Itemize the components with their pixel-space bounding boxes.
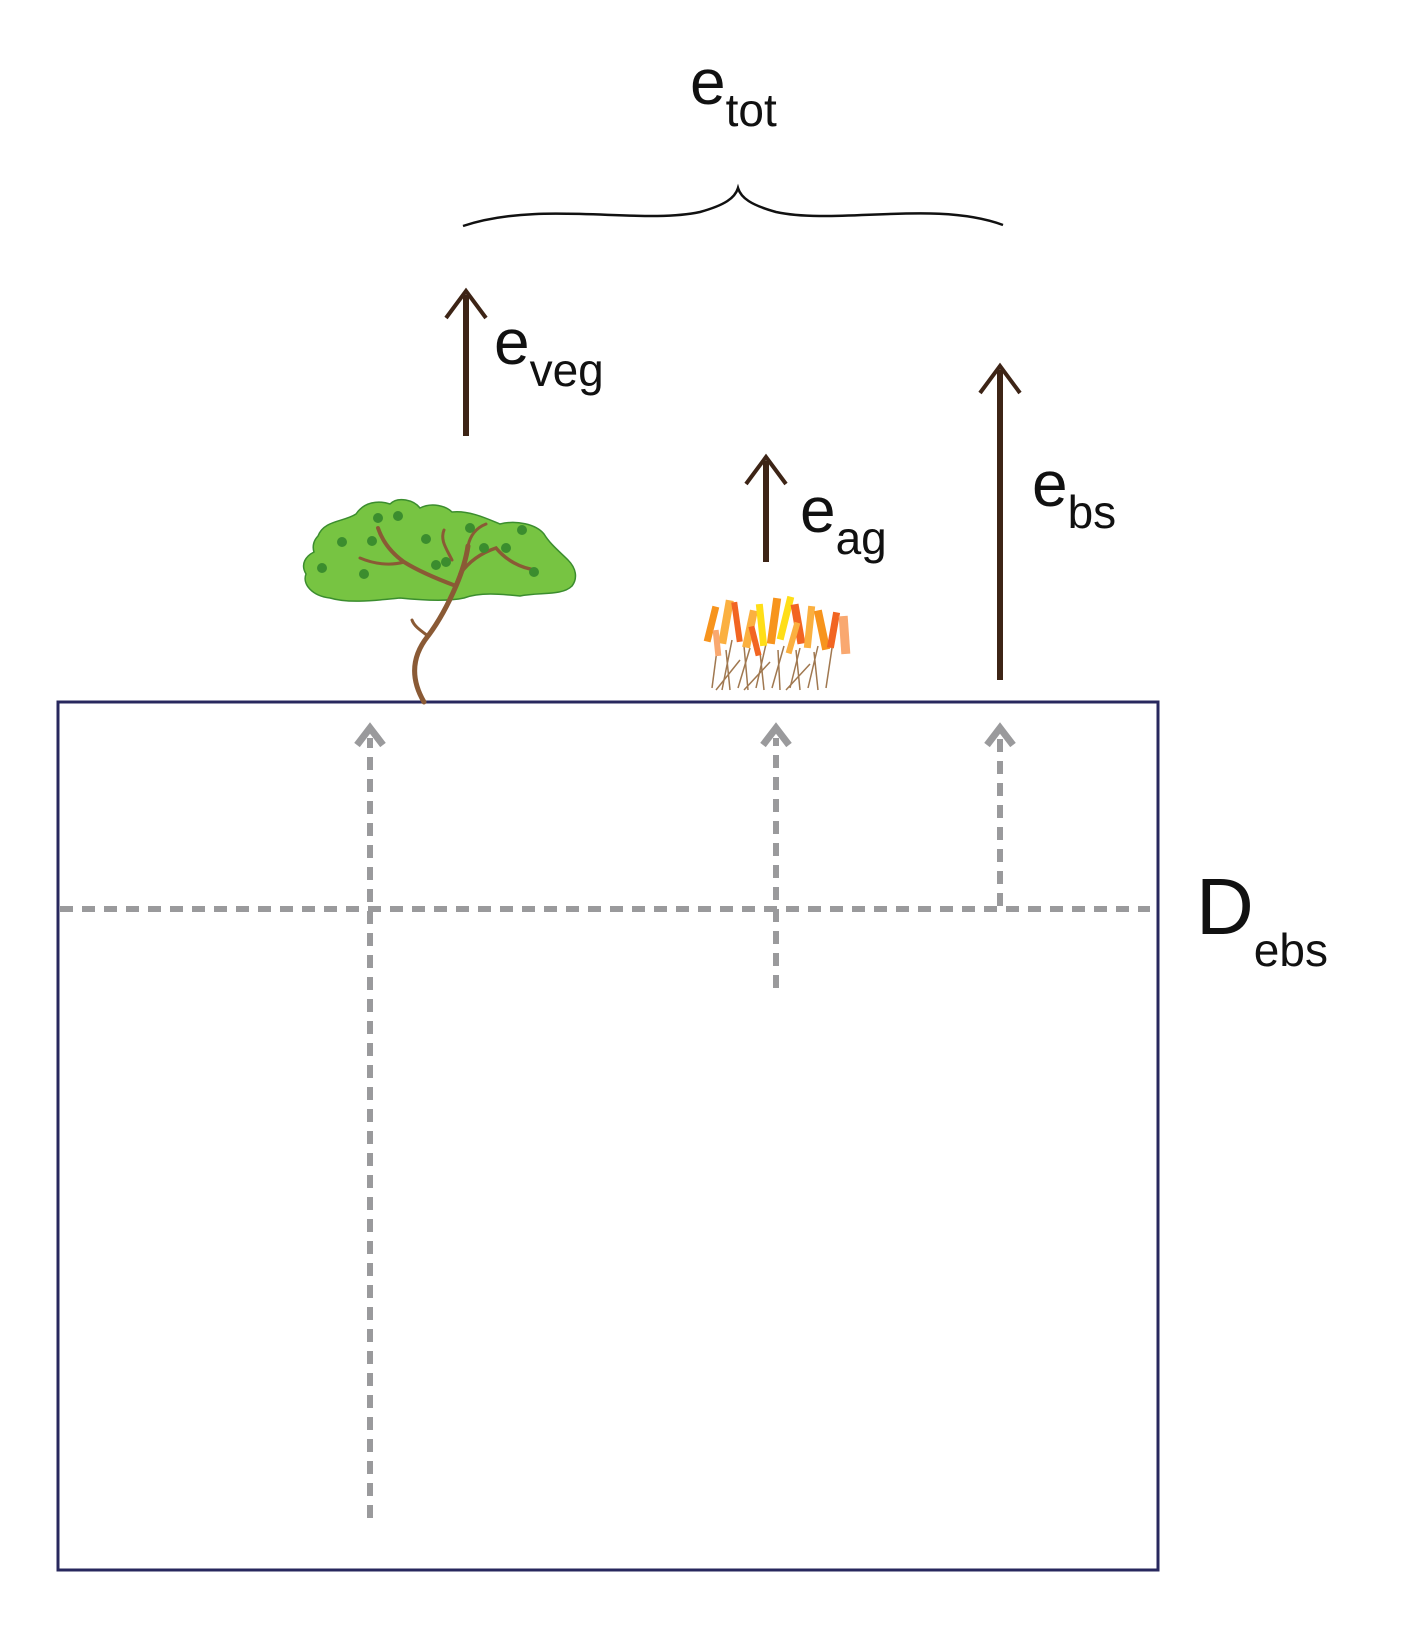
label-e-ag: eag [800,474,887,564]
soil-water-path-bare-soil [984,722,1016,906]
soil-water-path-agriculture [760,722,792,988]
label-e-tot: etot [690,46,777,136]
label-e-bs: ebs [1032,448,1116,538]
vegetation-flux-arrow [444,287,488,436]
label-d-ebs: Debs [1196,862,1328,976]
soil-water-path-vegetation [354,722,386,1518]
soil-box [56,700,1160,1572]
bare-soil-flux-arrow [978,362,1022,680]
grass-crop-icon [703,595,851,691]
agriculture-flux-arrow [744,453,788,562]
total-brace [462,183,1004,228]
label-e-veg: eveg [494,306,604,396]
tree-icon [302,498,577,705]
